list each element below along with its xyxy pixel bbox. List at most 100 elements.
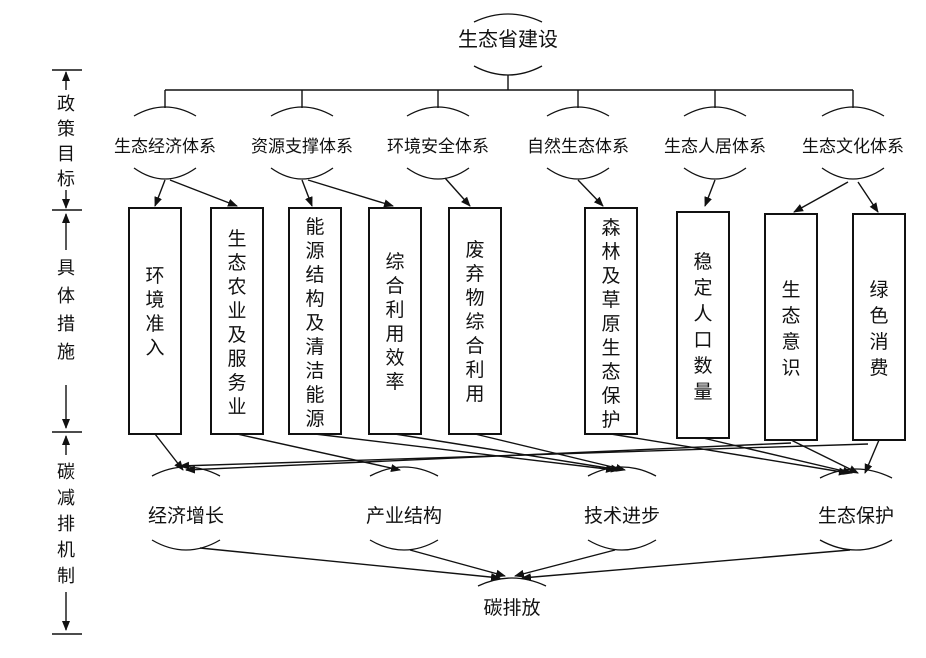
measure-char: 生 [227,228,246,250]
side-label-char: 措 [57,314,75,335]
side-label-char: 排 [57,514,75,535]
title-arc-top [473,13,543,23]
side-label-char: 策 [57,119,75,140]
measure-char: 费 [869,357,888,379]
measure-char: 构 [305,288,324,310]
measure-char: 效 [385,347,404,369]
measure-char: 生 [781,279,800,301]
measure-to-mechanism-arrows [154,433,880,476]
system-label: 生态人居体系 [664,137,766,157]
system-label: 环境安全体系 [387,137,489,157]
measure-char: 口 [693,329,712,351]
measure-char: 护 [601,409,620,431]
side-label-policy-goals: 政 策 目 标 [52,69,82,211]
side-label-specific-measures: 具 体 措 施 [52,213,82,433]
measure-char: 人 [693,303,712,325]
mechanism-industrial-structure: 产业结构 [366,466,442,551]
measure-char: 利 [385,299,404,321]
measure-char: 源 [305,240,324,262]
side-label-char: 机 [57,540,75,561]
outcome-carbon-emission: 碳排放 [477,577,547,619]
measure-char: 务 [227,372,246,394]
measure-char: 境 [145,289,164,311]
system-ecological-economy: 生态经济体系 [114,106,216,180]
measure-forest-grassland-protection: 森 林 及 草 原 生 态 保 护 [584,207,638,435]
side-label-carbon-reduction-mechanism: 碳 减 排 机 制 [52,435,82,635]
side-label-char: 标 [57,169,75,190]
measure-char: 入 [145,337,164,359]
measure-energy-structure-clean-energy: 能 源 结 构 及 清 洁 能 源 [288,207,342,435]
diagram-title: 生态省建设 [458,27,558,51]
measure-char: 结 [305,264,324,286]
measure-char: 原 [601,313,620,335]
measure-char: 色 [869,305,888,327]
measure-char: 清 [305,336,324,358]
system-environmental-safety: 环境安全体系 [387,106,489,180]
measure-char: 态 [601,361,620,383]
measure-char: 综 [465,311,484,333]
measure-char: 能 [305,384,324,406]
mechanism-label: 经济增长 [148,505,224,527]
measure-char: 废 [465,239,484,261]
mechanism-label: 技术进步 [584,505,660,527]
measure-char: 森 [601,217,620,239]
measure-char: 绿 [869,279,888,301]
measure-char: 用 [465,383,484,405]
side-label-char: 体 [57,286,75,307]
mechanism-economic-growth: 经济增长 [148,466,224,551]
side-label-char: 具 [57,258,75,279]
measure-char: 林 [601,241,620,263]
measure-char: 草 [601,289,620,311]
measure-char: 能 [305,216,324,238]
measure-char: 消 [869,331,888,353]
measure-char: 利 [465,359,484,381]
measure-green-consumption: 绿 色 消 费 [852,213,906,441]
measure-char: 意 [781,331,800,353]
measure-char: 率 [385,371,404,393]
mechanism-ecological-protection: 生态保护 [818,468,894,551]
outcome-label: 碳排放 [483,597,540,619]
measure-char: 稳 [693,251,712,273]
measure-waste-utilization: 废 弃 物 综 合 利 用 [448,207,502,435]
measure-char: 综 [385,251,404,273]
measure-char: 业 [227,300,246,322]
measure-char: 及 [601,265,620,287]
measure-char: 生 [601,337,620,359]
system-to-measure-arrows [154,177,879,213]
measure-environmental-access: 环 境 准 入 [128,207,182,435]
system-label: 资源支撑体系 [251,137,353,157]
measure-char: 量 [693,381,712,403]
system-label: 生态文化体系 [802,137,904,157]
measure-utilization-efficiency: 综 合 利 用 效 率 [368,207,422,435]
side-label-char: 碳 [57,462,75,483]
measure-char: 及 [227,324,246,346]
measure-char: 合 [465,335,484,357]
measure-char: 服 [227,348,246,370]
measure-char: 保 [601,385,620,407]
measure-char: 用 [385,323,404,345]
mechanism-to-outcome-arrows [199,547,851,582]
mechanism-technological-progress: 技术进步 [584,466,660,551]
system-natural-ecology: 自然生态体系 [527,106,629,180]
title-arc-bottom [473,65,543,76]
measure-char: 业 [227,396,246,418]
system-resource-support: 资源支撑体系 [251,106,353,180]
measure-char: 洁 [305,360,324,382]
measure-char: 态 [227,252,246,274]
measure-char: 定 [693,277,712,299]
title-connector [164,75,854,108]
measure-ecological-awareness: 生 态 意 识 [764,213,818,441]
side-label-char: 施 [57,342,75,363]
side-label-char: 目 [57,144,75,165]
mechanism-label: 生态保护 [818,505,894,527]
measure-char: 合 [385,275,404,297]
measure-char: 环 [145,265,164,287]
measure-char: 识 [781,357,800,379]
system-label: 自然生态体系 [527,137,629,157]
system-ecological-habitat: 生态人居体系 [664,106,766,180]
measure-char: 物 [465,287,484,309]
side-label-char: 制 [57,566,75,587]
measure-char: 数 [693,355,712,377]
